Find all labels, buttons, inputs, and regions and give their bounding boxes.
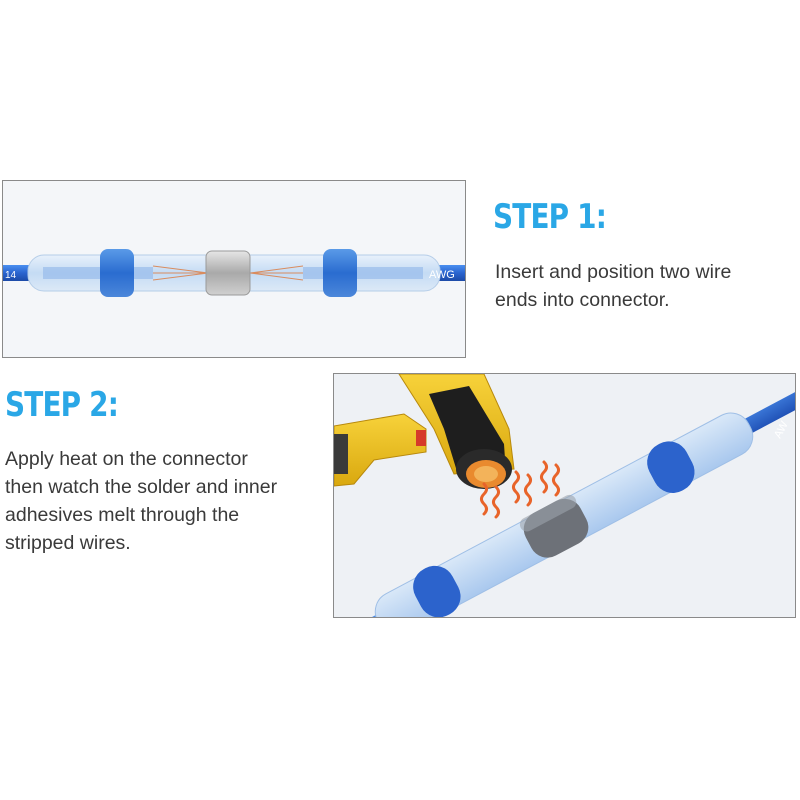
connector-assembly (334, 376, 795, 617)
step1-line: ends into connector. (495, 289, 670, 311)
step2-line: Apply heat on the connector (5, 448, 248, 470)
step1-panel: 14 AWG STEP 1: Insert and position two w… (0, 155, 800, 365)
step2-line: stripped wires. (5, 532, 131, 554)
step2-description: Apply heat on the connector then watch t… (5, 445, 325, 557)
step2-line: adhesives melt through the (5, 504, 240, 526)
step1-line: Insert and position two wire (495, 261, 732, 283)
step2-line: then watch the solder and inner (5, 476, 278, 498)
heat-waves-icon (480, 460, 560, 519)
step2-image: AW (333, 373, 796, 618)
step1-image: 14 AWG (2, 180, 466, 358)
wire (334, 376, 795, 617)
trigger (416, 430, 426, 446)
right-adhesive-ring (647, 441, 695, 493)
left-adhesive-ring (413, 565, 461, 617)
wire-label-left: 14 (5, 270, 17, 281)
step1-description: Insert and position two wire ends into c… (495, 258, 785, 314)
step1-title: STEP 1: (493, 197, 607, 237)
connector-insert-illustration: 14 AWG (3, 249, 465, 297)
step2-panel: STEP 2: Apply heat on the connector then… (0, 365, 800, 645)
wire-label-right: AWG (429, 269, 455, 281)
copper-strands (152, 265, 304, 281)
heat-gun-illustration: AW (334, 374, 795, 617)
left-adhesive-ring (100, 249, 134, 297)
wire-label: AW (772, 419, 791, 440)
right-adhesive-ring (323, 249, 357, 297)
solder-ring (205, 250, 251, 296)
step2-title: STEP 2: (5, 385, 119, 425)
heat-gun (334, 374, 515, 489)
